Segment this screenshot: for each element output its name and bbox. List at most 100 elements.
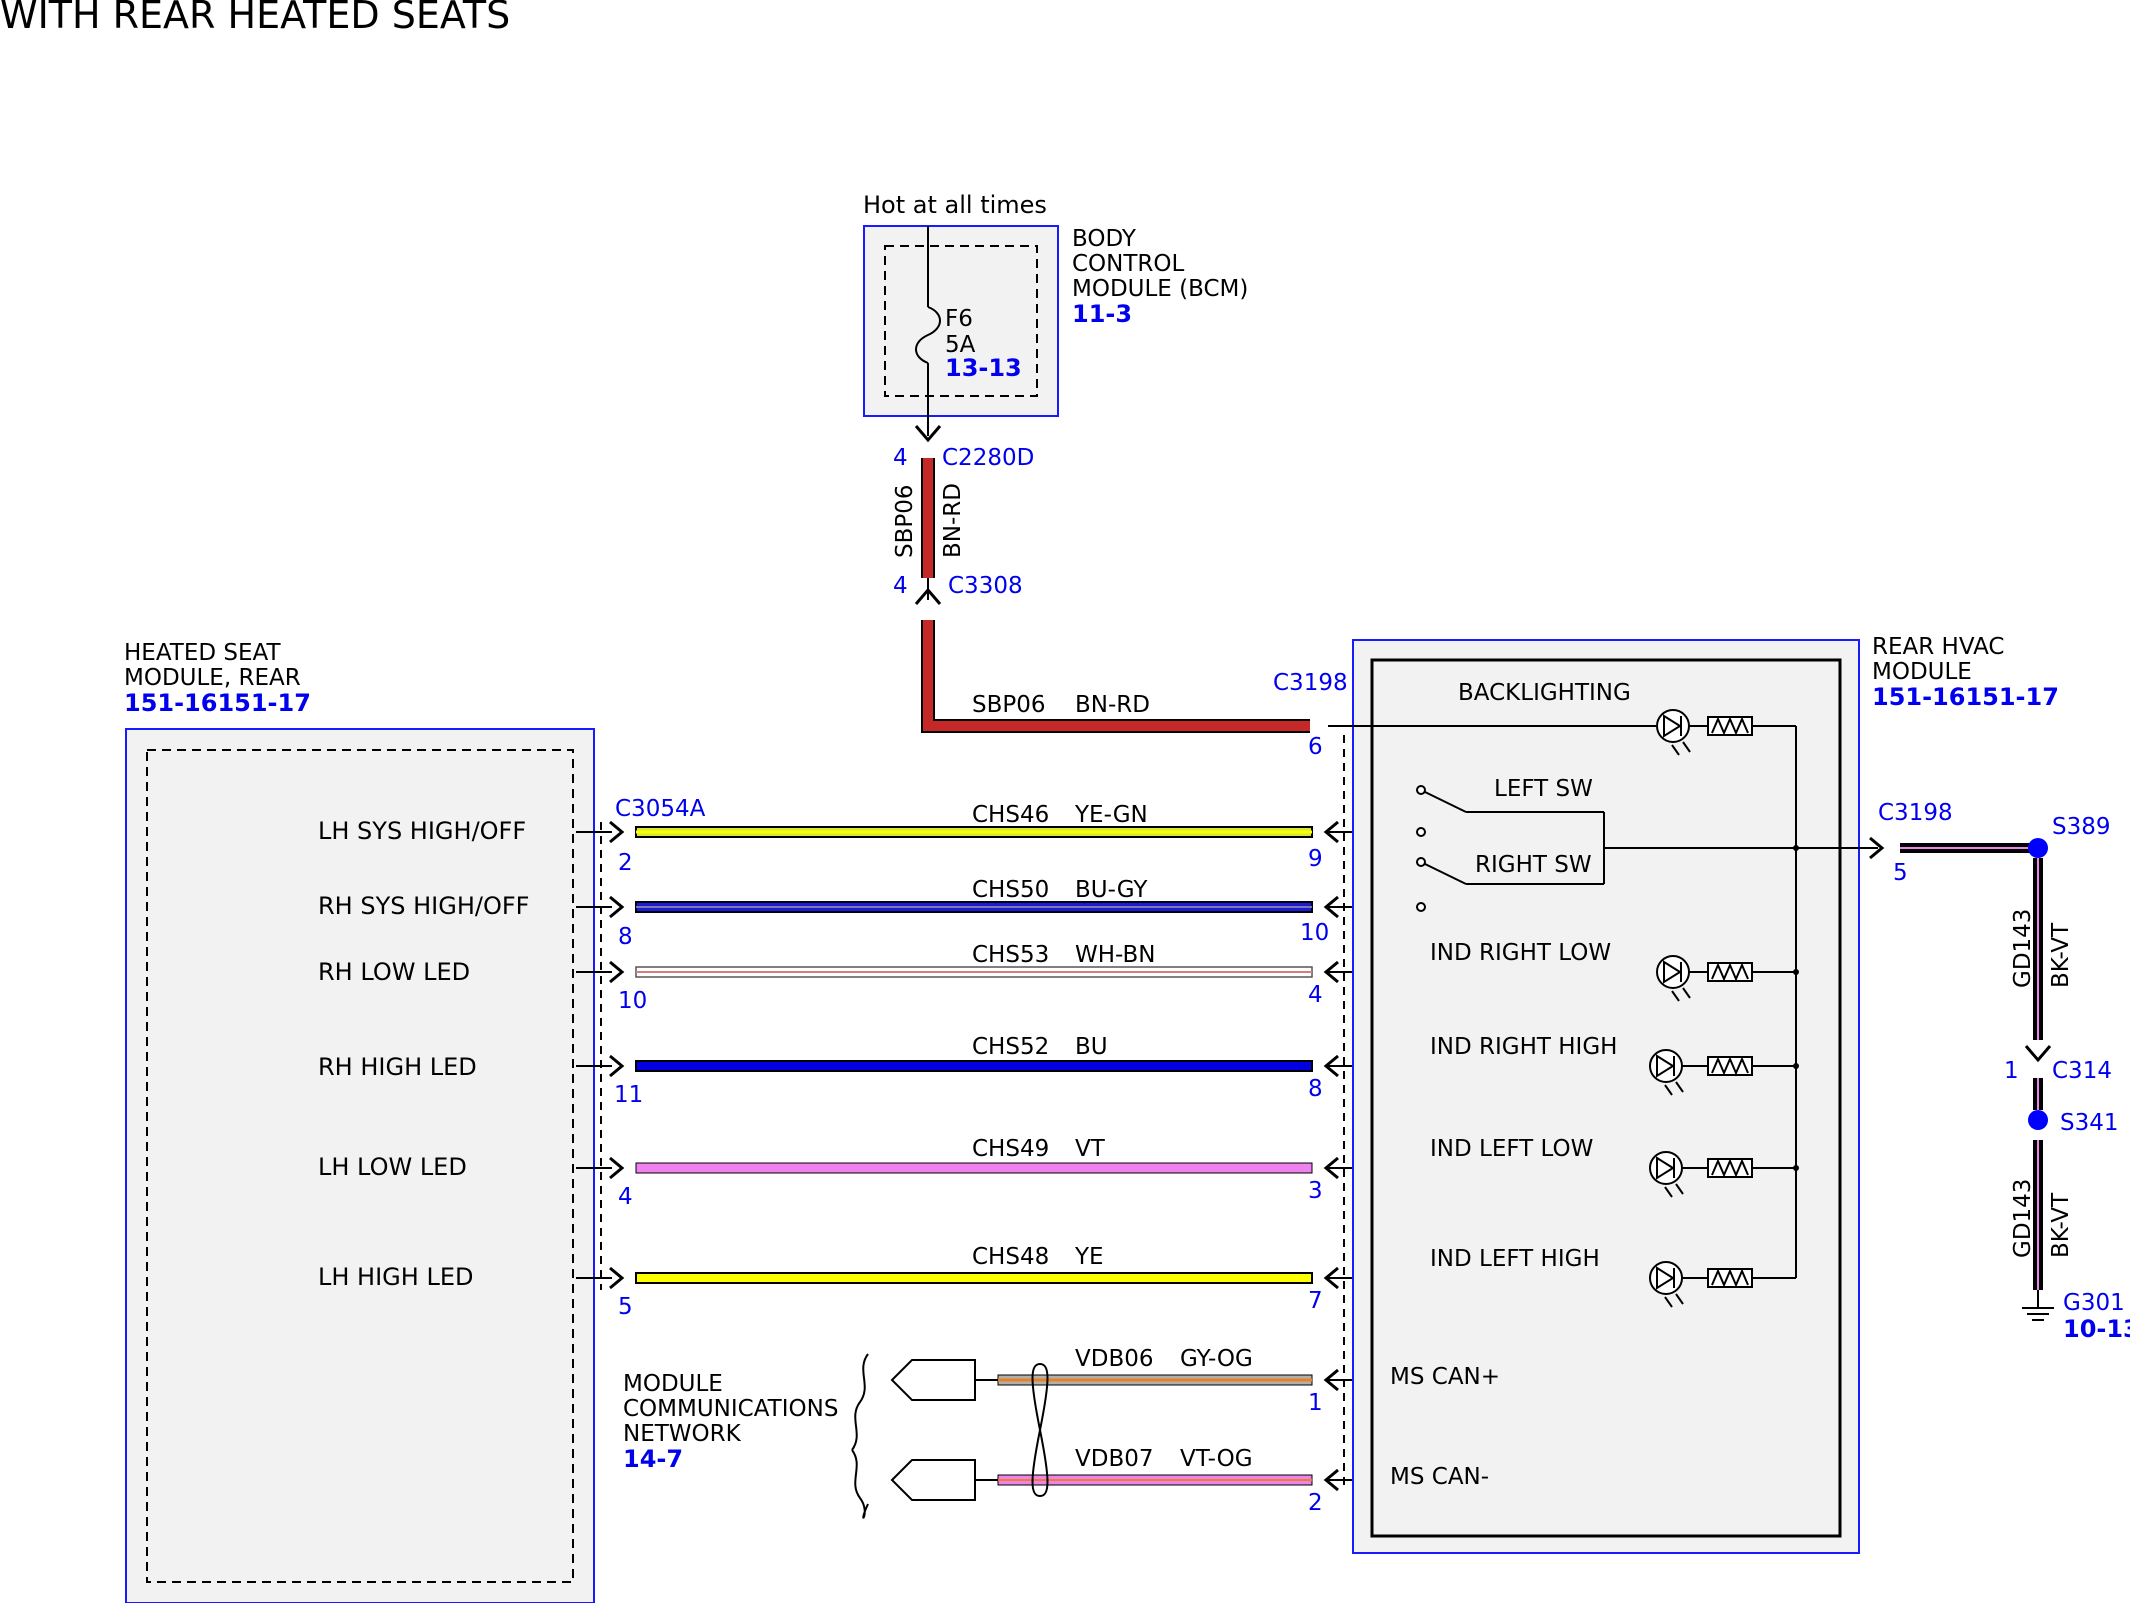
chs52-circuit-label: CHS52 [972, 1034, 1049, 1060]
gd143-upper-color: BK-VT [2048, 922, 2074, 988]
seat-pin-label-lh-sys: LH SYS HIGH/OFF [318, 817, 526, 845]
s389-label[interactable]: S389 [2052, 814, 2111, 840]
vdb06-right-pin: 1 [1308, 1390, 1323, 1416]
c3308-connector-symbol [914, 587, 942, 605]
fuse-ref[interactable]: 13-13 [945, 354, 1022, 382]
seat-pin-2: 2 [618, 850, 633, 876]
ms-can-minus-label: MS CAN- [1390, 1464, 1489, 1490]
sbp06-vertical-color: BN-RD [940, 483, 966, 558]
chs53-right-pin: 4 [1308, 982, 1323, 1008]
seat-pin-label-lh-high: LH HIGH LED [318, 1263, 473, 1291]
seat-module-ref[interactable]: 151-16151-17 [124, 689, 311, 717]
c3308-pin: 4 [893, 573, 908, 599]
led-ind-right-high [1649, 1049, 1799, 1096]
fuse-rating: 5A [945, 332, 976, 358]
s341-label[interactable]: S341 [2060, 1110, 2119, 1136]
network-brace-lower [851, 1449, 869, 1519]
hvac-name-2: MODULE [1872, 659, 1972, 685]
led-ind-left-high [1649, 1261, 1796, 1308]
c3198-top-label[interactable]: C3198 [1273, 670, 1348, 696]
chs49-color-label: VT [1075, 1136, 1106, 1162]
seat-module-name-1: HEATED SEAT [124, 640, 281, 666]
seat-module-inner-box [146, 749, 574, 1583]
c314-label[interactable]: C314 [2052, 1058, 2112, 1084]
vdb07-connector-symbol [1323, 1468, 1339, 1492]
c2280d-label[interactable]: C2280D [942, 445, 1034, 471]
chs49-right-pin: 3 [1308, 1178, 1323, 1204]
twisted-pair-symbol [1031, 1362, 1049, 1498]
chs46-color-label: YE-GN [1074, 802, 1148, 828]
sbp06-horizontal-wire [923, 620, 1310, 731]
chs53-circuit-label: CHS53 [972, 942, 1049, 968]
c3054a-label[interactable]: C3054A [615, 796, 706, 822]
chs46-right-pin: 9 [1308, 846, 1323, 872]
led-ind-left-low [1649, 1151, 1799, 1198]
c314-pin: 1 [2004, 1058, 2019, 1084]
chs50-circuit-label: CHS50 [972, 877, 1049, 903]
seat-pin-label-rh-high: RH HIGH LED [318, 1053, 477, 1081]
seat-module-box [125, 728, 595, 1603]
hot-at-all-times-label: Hot at all times [863, 191, 1047, 219]
chs50-right-pin: 10 [1300, 920, 1329, 946]
c2280d-connector-symbol [914, 425, 942, 443]
c3198-right-label[interactable]: C3198 [1878, 800, 1953, 826]
seat-pin-4: 4 [618, 1184, 633, 1210]
g301-ref[interactable]: 10-13 [2063, 1315, 2130, 1343]
chs48-circuit-label: CHS48 [972, 1244, 1049, 1270]
g301-label[interactable]: G301 [2063, 1290, 2125, 1316]
ground-symbol-icon [2022, 1290, 2054, 1321]
network-label-2: COMMUNICATIONS [623, 1396, 838, 1422]
sbp06-circuit-label: SBP06 [972, 692, 1046, 718]
sbp06-right-pin: 6 [1308, 734, 1323, 760]
c3198-right-pin: 5 [1893, 860, 1908, 886]
bcm-name-1: BODY [1072, 226, 1137, 252]
c314-connector-symbol [2024, 1045, 2052, 1063]
s341-splice[interactable] [2028, 1110, 2048, 1130]
vdb07-circuit-label: VDB07 [1075, 1446, 1154, 1472]
ind-left-low-label: IND LEFT LOW [1430, 1136, 1593, 1162]
fuse-f6-symbol [915, 306, 941, 364]
hvac-ref[interactable]: 151-16151-17 [1872, 683, 2059, 711]
network-label-3: NETWORK [623, 1421, 742, 1447]
network-brace-upper [851, 1353, 869, 1451]
vdb07-color-label: VT-OG [1180, 1446, 1253, 1472]
ind-left-high-label: IND LEFT HIGH [1430, 1246, 1600, 1272]
led-backlighting [1656, 709, 1796, 756]
bcm-ref[interactable]: 11-3 [1072, 300, 1132, 328]
sbp06-color-label: BN-RD [1075, 692, 1150, 718]
ms-can-plus-label: MS CAN+ [1390, 1364, 1500, 1390]
wire-chs50 [576, 895, 1420, 919]
seat-module-name-2: MODULE, REAR [124, 665, 301, 691]
chs52-right-pin: 8 [1308, 1076, 1323, 1102]
chs52-color-label: BU [1075, 1034, 1108, 1060]
bus-junction [1793, 845, 1799, 851]
ind-right-low-label: IND RIGHT LOW [1430, 940, 1611, 966]
chs49-circuit-label: CHS49 [972, 1136, 1049, 1162]
seat-pin-label-rh-low: RH LOW LED [318, 958, 470, 986]
vdb06-network-connector[interactable] [890, 1359, 976, 1401]
bcm-box [863, 225, 1059, 417]
vdb07-right-pin: 2 [1308, 1490, 1323, 1516]
c3308-label[interactable]: C3308 [948, 573, 1023, 599]
s389-splice[interactable] [2028, 838, 2048, 858]
hvac-module-inner-box [1370, 658, 1842, 1538]
sbp06-vertical-circuit: SBP06 [892, 484, 918, 558]
network-ref[interactable]: 14-7 [623, 1445, 683, 1473]
diagram-title: WITH REAR HEATED SEATS [0, 0, 510, 37]
seat-pin-11: 11 [614, 1082, 643, 1108]
backlighting-label: BACKLIGHTING [1458, 680, 1631, 706]
bcm-fuse-box [884, 245, 1038, 397]
right-sw-label: RIGHT SW [1475, 852, 1592, 878]
seat-pin-label-rh-sys: RH SYS HIGH/OFF [318, 892, 529, 920]
chs53-color-label: WH-BN [1075, 942, 1156, 968]
bcm-name-3: MODULE (BCM) [1072, 276, 1248, 302]
gd143-upper-circuit: GD143 [2010, 909, 2036, 988]
fuse-name: F6 [945, 306, 973, 332]
vdb07-network-connector[interactable] [890, 1459, 976, 1501]
seat-pin-10: 10 [618, 988, 647, 1014]
ind-right-high-label: IND RIGHT HIGH [1430, 1034, 1617, 1060]
gd143-lower-circuit: GD143 [2010, 1179, 2036, 1258]
vdb06-color-label: GY-OG [1180, 1346, 1253, 1372]
seat-pin-label-lh-low: LH LOW LED [318, 1153, 467, 1181]
right-switch [1416, 857, 1604, 912]
